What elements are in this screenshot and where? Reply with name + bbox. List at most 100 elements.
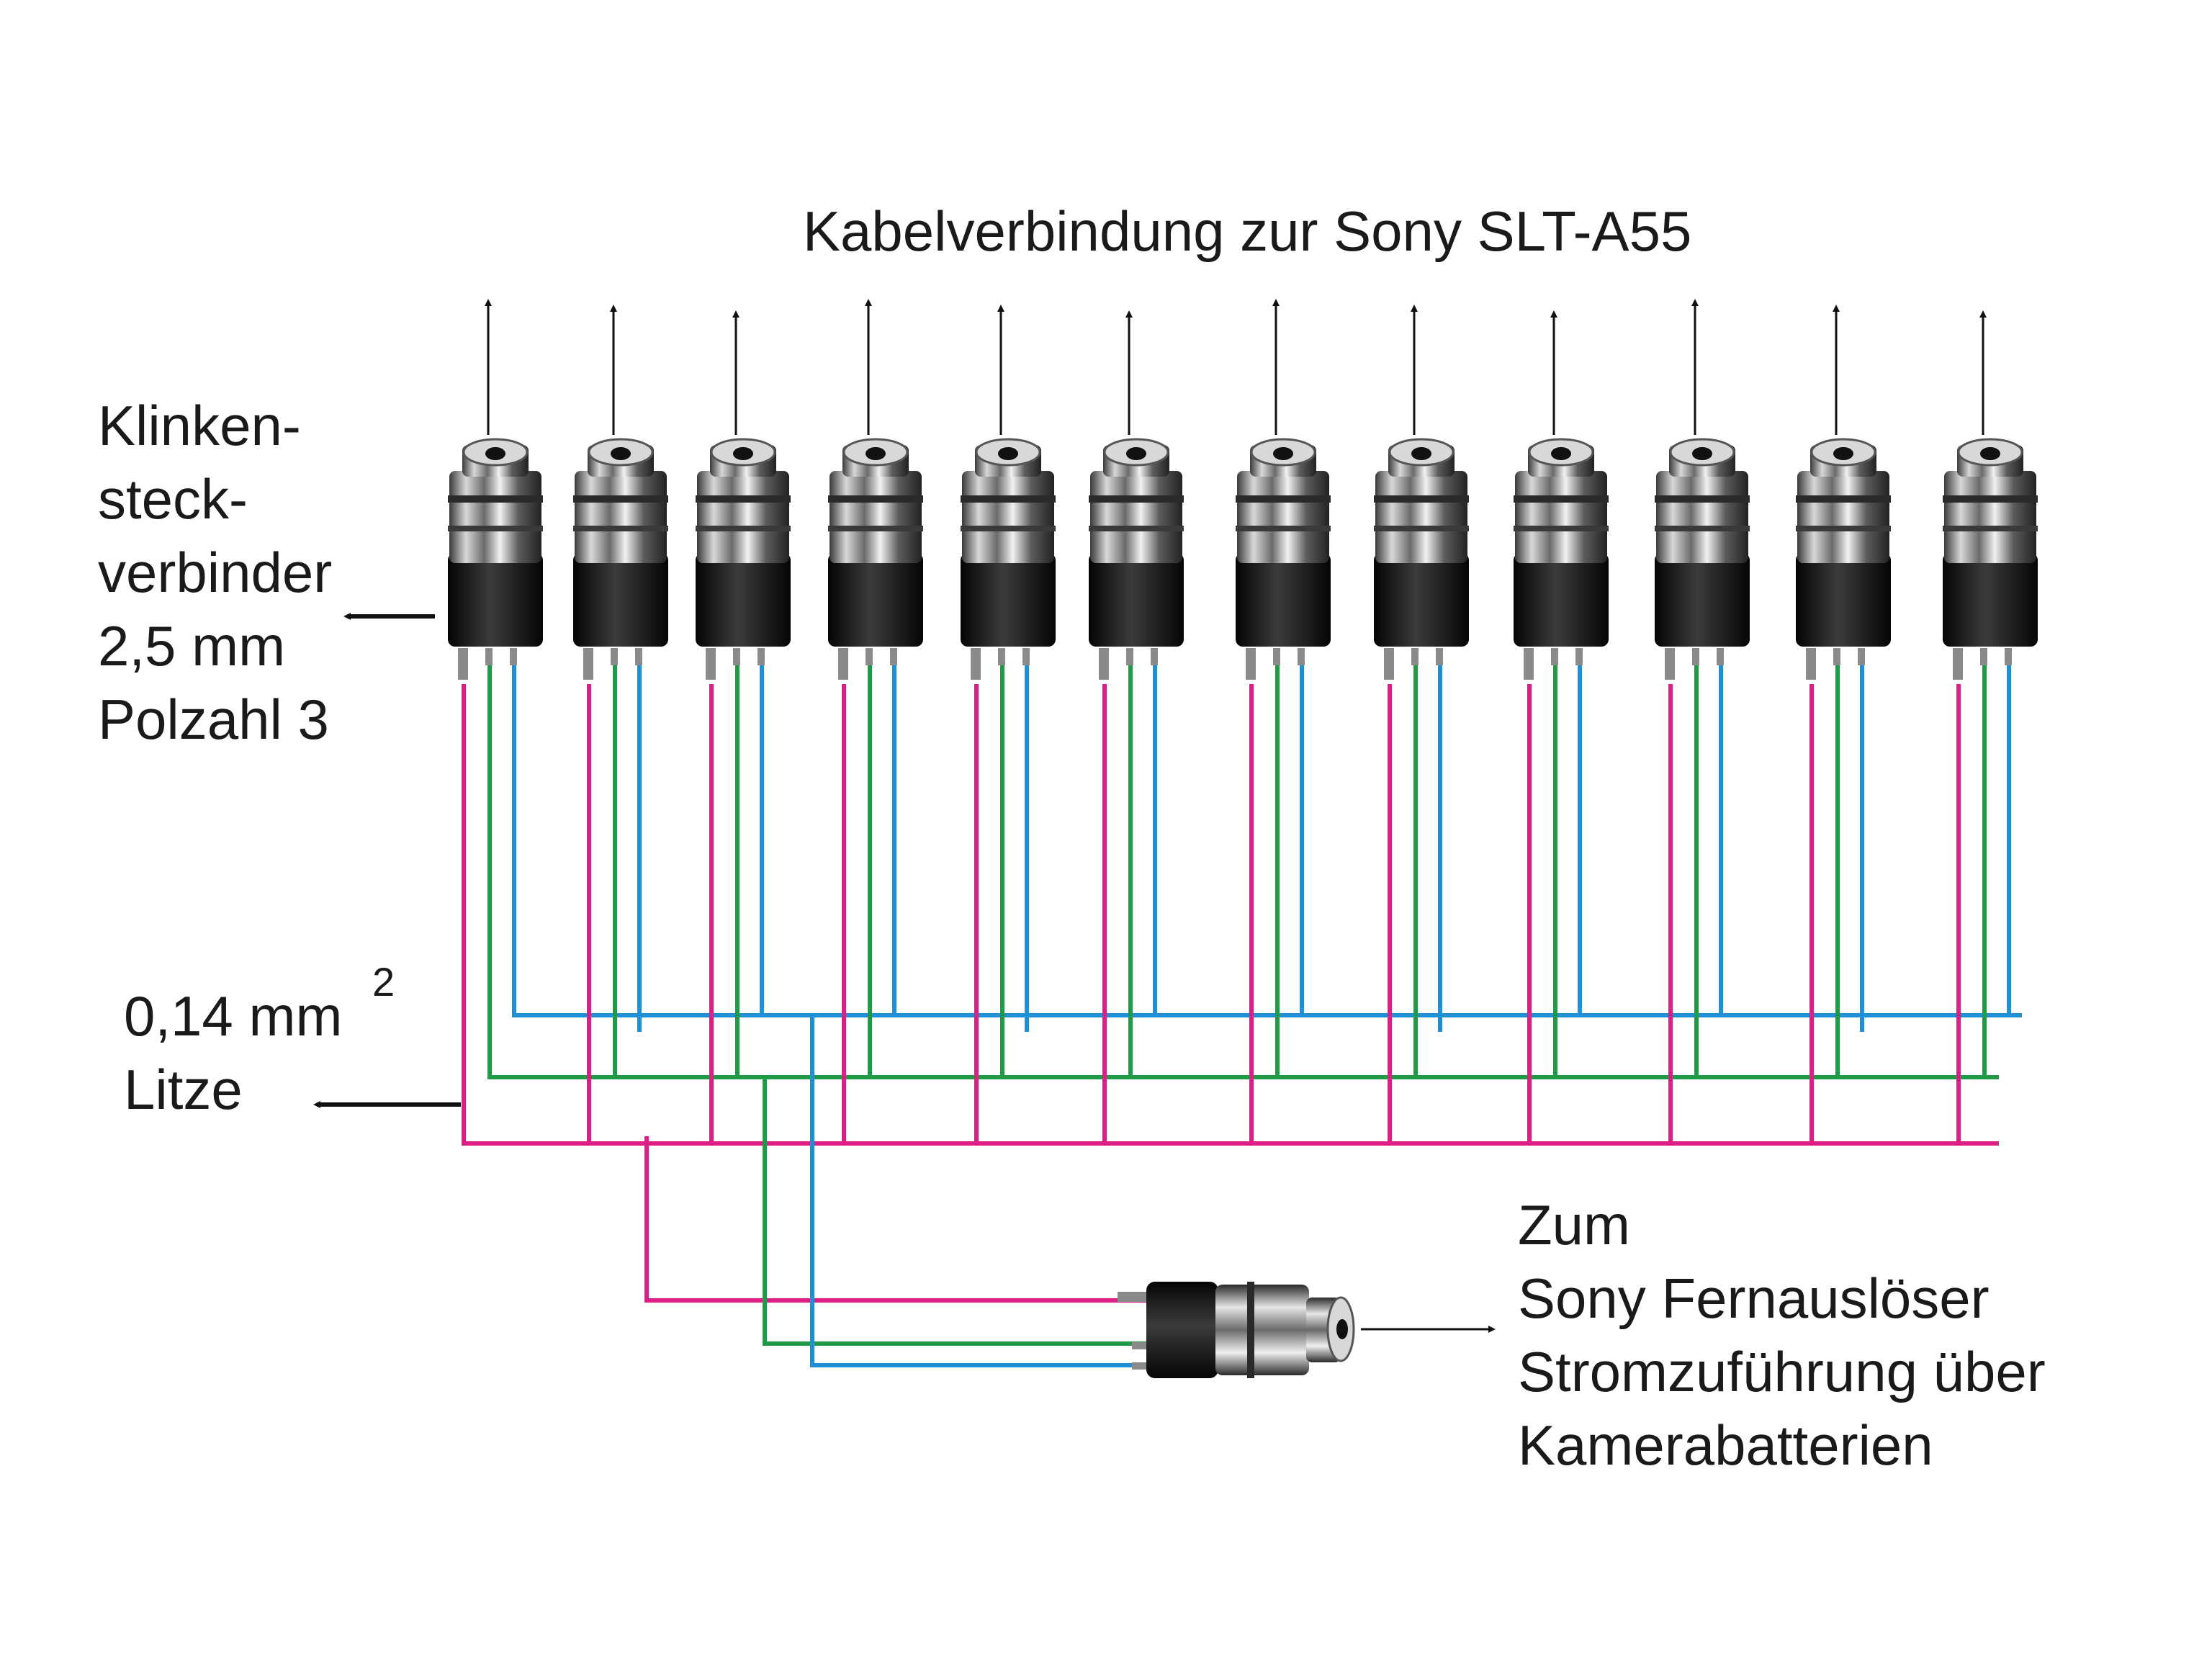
jack-label-line-5: Polzahl 3 (98, 688, 329, 751)
solder-lug (890, 648, 897, 665)
jack-8 (1374, 438, 1469, 680)
solder-lug (1524, 648, 1534, 680)
wire-area-row: 0,14 mm 2 (124, 962, 395, 1053)
jack-label-line-3: verbinder (98, 541, 333, 604)
jack-hole (611, 447, 631, 460)
jack-ring (1236, 495, 1331, 503)
jack-2 (573, 438, 668, 680)
jack-ring (1796, 495, 1891, 503)
jack-sleeve (449, 471, 541, 563)
jack-4 (828, 438, 923, 680)
jack-3 (696, 438, 791, 680)
jack-ring (696, 495, 791, 503)
jack-label-line-1: Klinken- (98, 394, 301, 457)
jack-ring (696, 526, 791, 531)
jack-shell (1236, 553, 1331, 647)
solder-lug (1298, 648, 1305, 665)
jack-ring (1247, 1282, 1254, 1378)
diagram-title: Kabelverbindung zur Sony SLT-A55 (803, 199, 1692, 263)
solder-lug (706, 648, 716, 680)
wire-area-exponent: 2 (372, 959, 395, 1004)
solder-lug (1132, 1362, 1151, 1370)
jack-shell (696, 553, 791, 647)
jack-ring (1374, 526, 1469, 531)
solder-lug (1099, 648, 1109, 680)
solder-lug (611, 648, 618, 665)
jack-sleeve (1375, 471, 1467, 563)
jack-sleeve (697, 471, 789, 563)
wire-area-text: 0,14 mm (124, 984, 343, 1048)
jack-ring (828, 526, 923, 531)
jack-11 (1796, 438, 1891, 680)
jack-ring (1236, 526, 1331, 531)
solder-lug (1833, 648, 1840, 665)
jack-10 (1655, 438, 1750, 680)
jack-shell (1374, 553, 1469, 647)
solder-lug (971, 648, 981, 680)
solder-lug (1273, 648, 1280, 665)
solder-lug (1246, 648, 1256, 680)
jack-sleeve (962, 471, 1054, 563)
jack-ring (1089, 495, 1184, 503)
solder-lug (1575, 648, 1583, 665)
solder-lug (2005, 648, 2012, 665)
jack-hole (485, 447, 505, 460)
jack-shell (573, 553, 668, 647)
solder-lug (1665, 648, 1675, 680)
jack-sleeve (1237, 471, 1329, 563)
solder-lug (510, 648, 517, 665)
remote-label: Zum Sony Fernauslöser Stromzuführung übe… (1518, 1188, 2046, 1482)
jack-hole (866, 447, 886, 460)
jack-hole (1411, 447, 1431, 460)
solder-lug (1953, 648, 1963, 680)
jack-12 (1943, 438, 2038, 680)
remote-label-line-3: Stromzuführung über (1518, 1340, 2046, 1403)
jack-connector-label: Klinken- steck- verbinder 2,5 mm Polzahl… (98, 389, 332, 756)
jack-hole (1273, 447, 1293, 460)
jack-shell (1796, 553, 1891, 647)
jack-sleeve (1656, 471, 1748, 563)
jack-hole (1692, 447, 1712, 460)
remote-jack-shell (1146, 1282, 1218, 1378)
solder-lug (1858, 648, 1865, 665)
jack-shell (961, 553, 1056, 647)
jack-hole (733, 447, 753, 460)
pink-remote-wire (644, 1136, 1149, 1303)
jack-ring (448, 526, 543, 531)
jack-ring (573, 495, 668, 503)
solder-lug (1118, 1292, 1149, 1302)
wire-label: 0,14 mm 2 Litze (124, 962, 395, 1126)
jack-shell (1655, 553, 1750, 647)
jack-hole (1551, 447, 1571, 460)
jack-sleeve (575, 471, 667, 563)
solder-lug (1551, 648, 1558, 665)
solder-lug (485, 648, 493, 665)
jack-shell (828, 553, 923, 647)
solder-lug (1384, 648, 1394, 680)
solder-lug (1411, 648, 1419, 665)
jack-sleeve (830, 471, 922, 563)
remote-jack-sleeve (1215, 1285, 1309, 1375)
jack-label-line-4: 2,5 mm (98, 614, 286, 678)
jack-ring (1796, 526, 1891, 531)
jack-sleeve (1944, 471, 2036, 563)
remote-label-line-2: Sony Fernauslöser (1518, 1267, 1990, 1330)
jack-ring (1655, 526, 1750, 531)
jack-ring (1943, 526, 2038, 531)
jack-sleeve (1090, 471, 1182, 563)
wire-type-text: Litze (124, 1058, 243, 1121)
solder-lug (635, 648, 642, 665)
solder-lug (1806, 648, 1816, 680)
solder-lug (757, 648, 765, 665)
solder-lug (866, 648, 873, 665)
solder-lug (458, 648, 468, 680)
solder-lug (1692, 648, 1699, 665)
jack-ring (1514, 495, 1609, 503)
remote-label-line-4: Kamerabatterien (1518, 1413, 1933, 1477)
jack-ring (961, 526, 1056, 531)
jack-ring (1943, 495, 2038, 503)
jack-ring (1655, 495, 1750, 503)
jack-sleeve (1515, 471, 1607, 563)
jack-sleeve (1797, 471, 1889, 563)
